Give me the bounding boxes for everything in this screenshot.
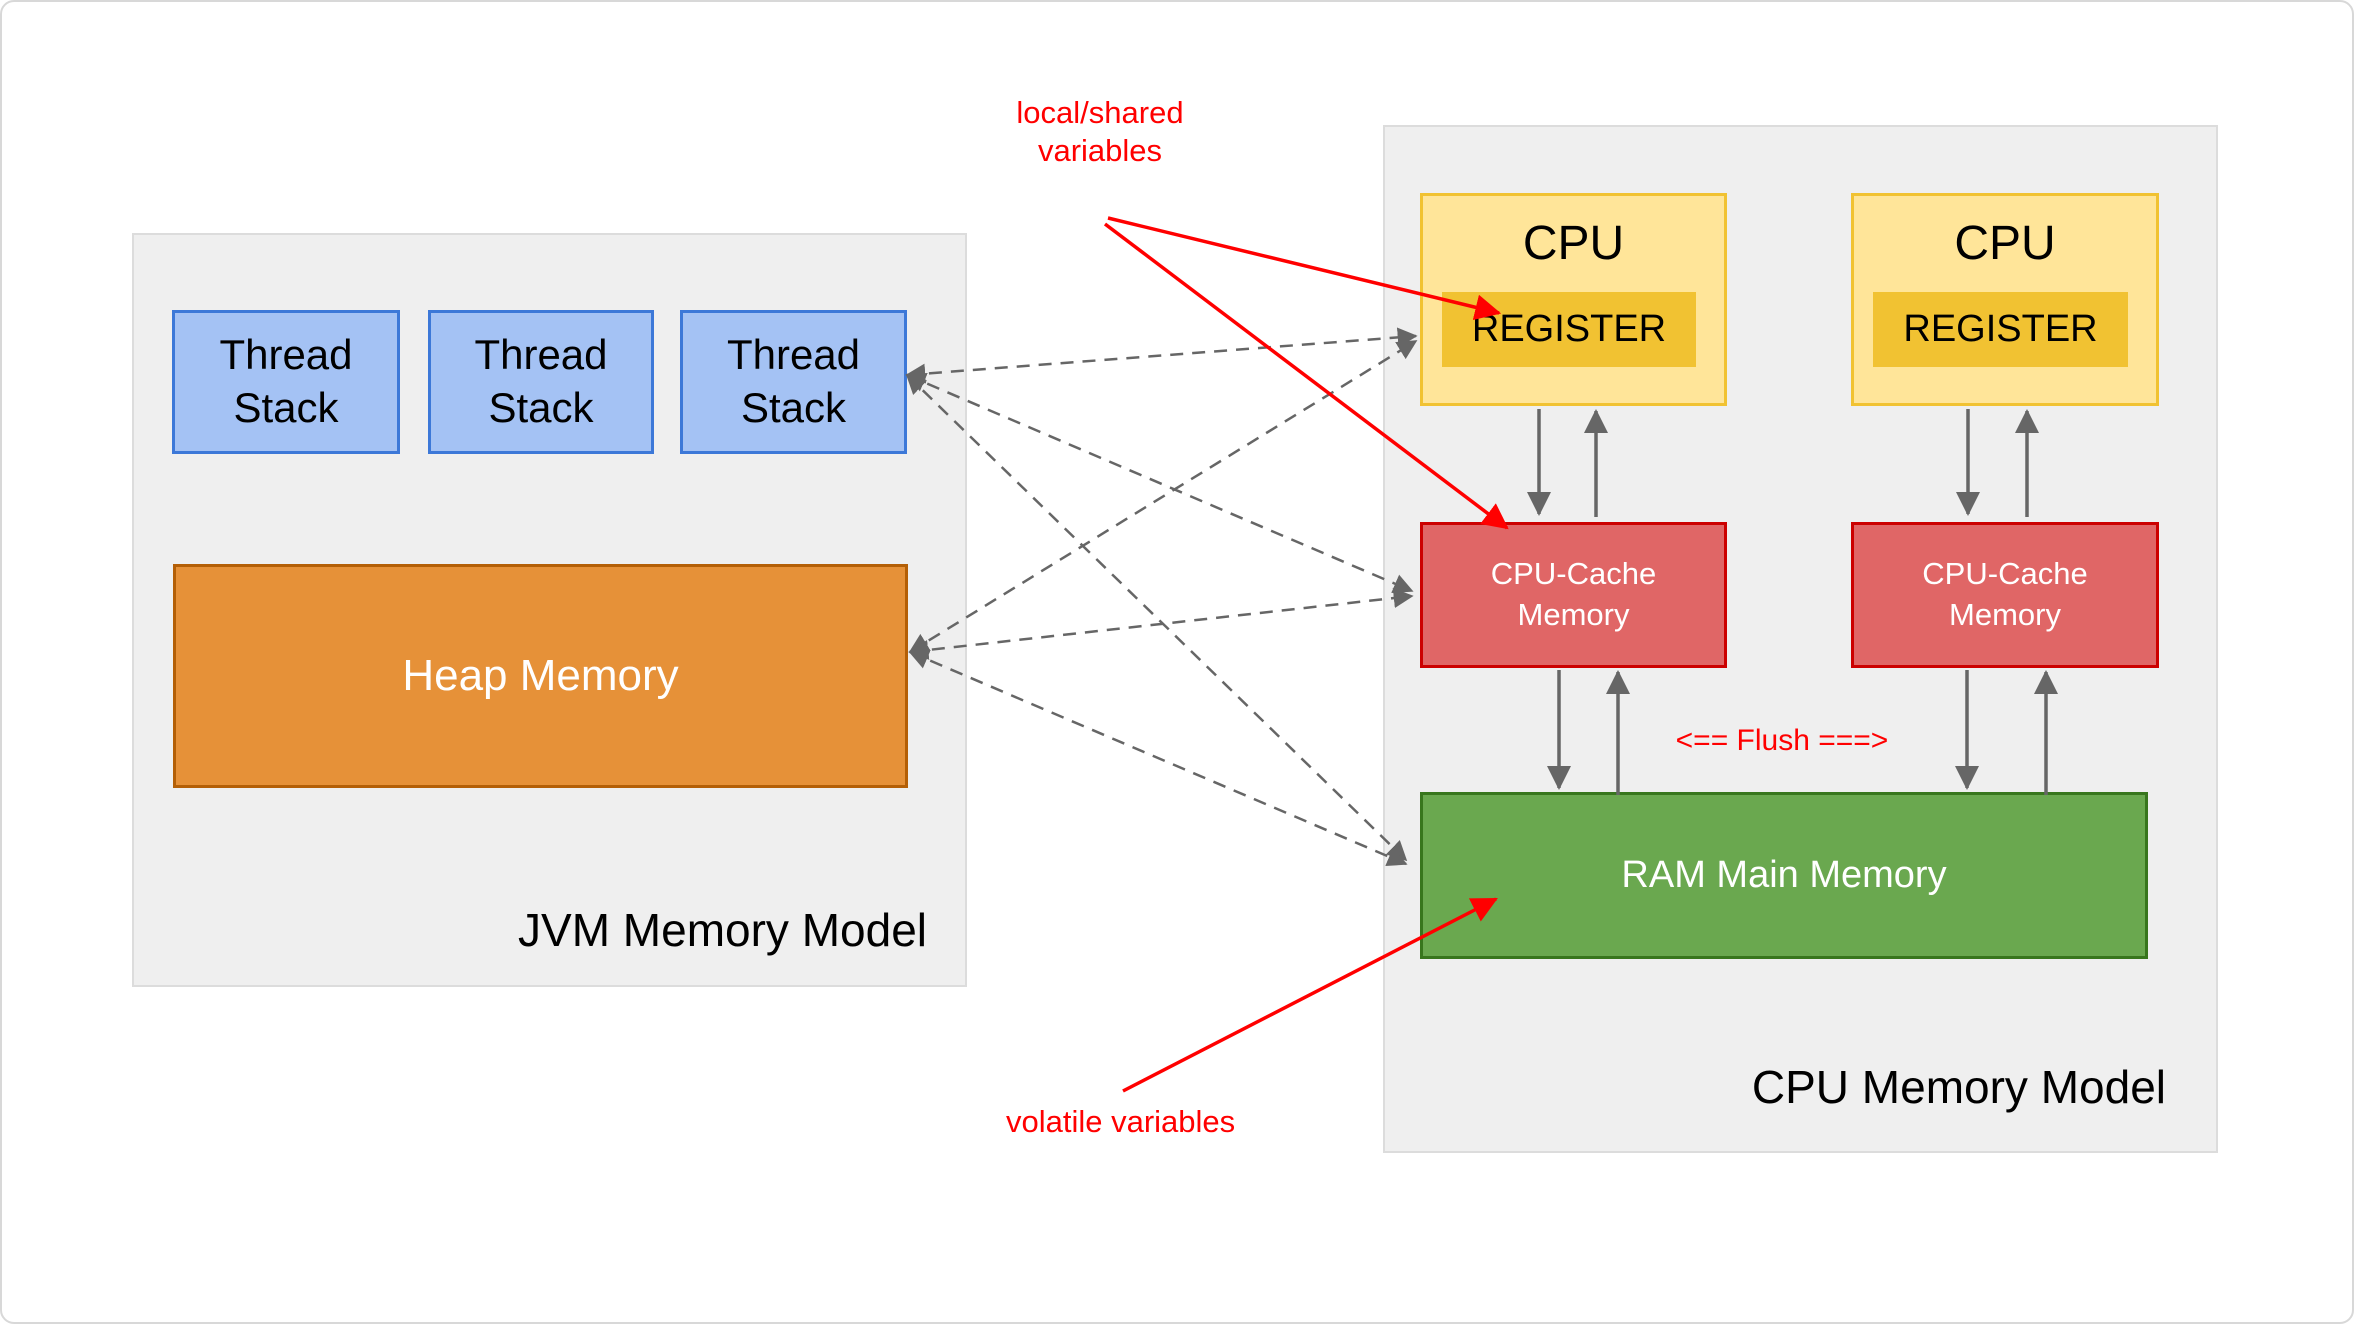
dashed-link-heap-register <box>908 339 1418 654</box>
cpu-model-title: CPU Memory Model <box>1751 1061 2166 1113</box>
register-box-2: REGISTER <box>1873 292 2128 367</box>
cpu-box-1: CPU REGISTER <box>1420 193 1727 406</box>
thread-stack-box-3: Thread Stack <box>680 310 907 454</box>
thread-stack-box-2: Thread Stack <box>428 310 654 454</box>
dashed-link-threadstack-cache <box>905 373 1414 593</box>
thread-stack-label: Thread Stack <box>474 331 608 431</box>
thread-stack-box-1: Thread Stack <box>172 310 400 454</box>
cpu-label: CPU <box>1954 217 2056 270</box>
cpu-cache-box-1: CPU-Cache Memory <box>1420 522 1727 668</box>
dashed-link-threadstack-ram <box>905 373 1408 862</box>
thread-stack-label: Thread Stack <box>726 331 861 431</box>
cpu-cache-label: CPU-Cache Memory <box>1490 556 1657 632</box>
ram-label: RAM Main Memory <box>1621 854 1947 896</box>
register-label: REGISTER <box>1471 308 1667 350</box>
register-box-1: REGISTER <box>1442 292 1696 367</box>
note-local-shared-variables: local/shared variables <box>1016 95 1184 168</box>
dashed-link-heap-cache <box>908 588 1414 660</box>
cpu-cache-label: CPU-Cache Memory <box>1922 556 2088 632</box>
register-label: REGISTER <box>1903 308 2098 350</box>
note-flush: <== Flush ===> <box>1675 724 1889 757</box>
cpu-label: CPU <box>1522 217 1625 270</box>
dashed-link-heap-ram <box>908 650 1408 866</box>
jvm-model-title: JVM Memory Model <box>518 904 927 956</box>
heap-memory-box: Heap Memory <box>173 564 908 788</box>
ram-box: RAM Main Memory <box>1420 792 2148 959</box>
cpu-cache-box-2: CPU-Cache Memory <box>1851 522 2159 668</box>
cpu-box-2: CPU REGISTER <box>1851 193 2159 406</box>
dashed-link-threadstack-register <box>905 327 1418 384</box>
thread-stack-label: Thread Stack <box>219 331 353 431</box>
heap-memory-label: Heap Memory <box>402 651 679 700</box>
note-volatile-variables: volatile variables <box>1006 1104 1236 1139</box>
